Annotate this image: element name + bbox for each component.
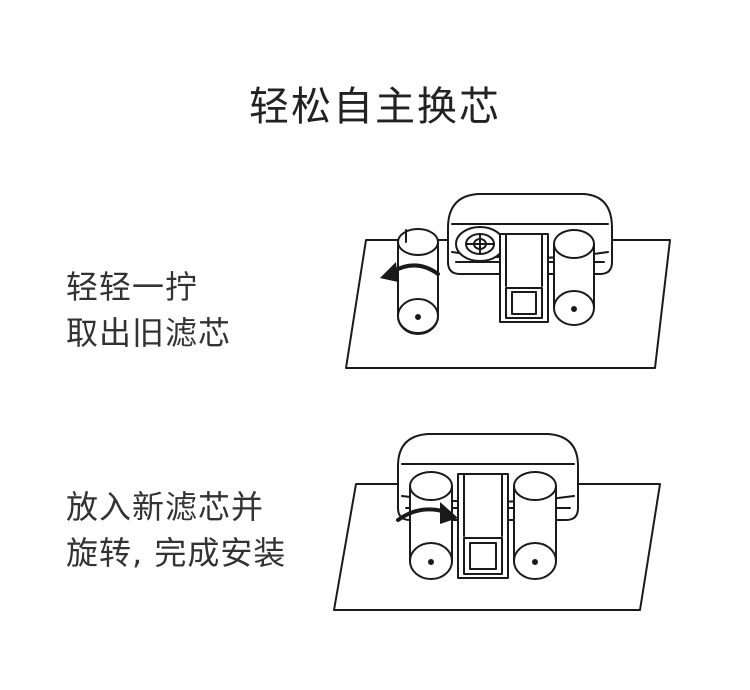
step-1-middle-cartridge [499,233,549,323]
step-2-middle-cartridge [457,473,509,579]
step-2-line-1: 放入新滤芯并 [66,488,265,526]
page-title: 轻松自主换芯 [249,84,501,130]
step-2-right-cylinder [513,471,557,580]
curved-arrow-counterclockwise-icon [380,262,440,282]
step-1-empty-socket [455,226,505,262]
step-1-right-cylinder [553,229,595,326]
step-2-caption: 放入新滤芯并 旋转, 完成安装 [66,484,286,576]
curved-arrow-clockwise-icon [396,502,458,524]
step-1-caption: 轻轻一拧 取出旧滤芯 [66,264,231,356]
step-2-left-cylinder [409,471,453,580]
step-1-line-1: 轻轻一拧 [66,268,199,306]
step-2-line-2: 旋转, 完成安装 [66,534,287,572]
step-1-line-2: 取出旧滤芯 [66,314,232,352]
